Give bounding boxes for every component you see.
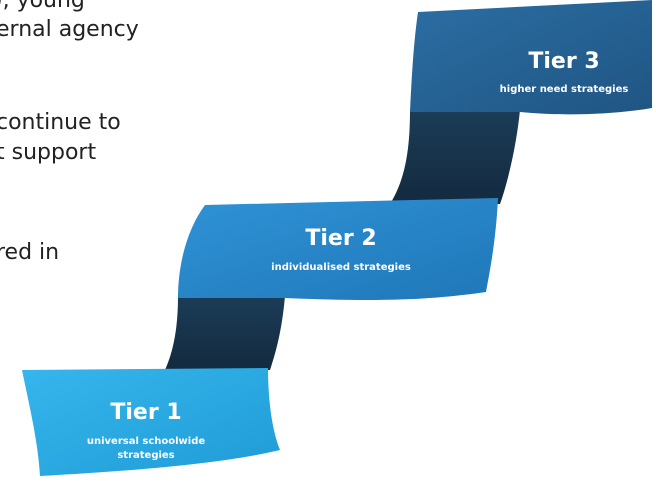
tier-2-band (178, 198, 498, 300)
body-text-line-1: ), young (0, 0, 85, 13)
fold-lower (165, 296, 285, 370)
tier-3-title: Tier 3 (528, 49, 599, 74)
body-text-line-4: t support (0, 140, 97, 165)
body-text-line-3: continue to (0, 110, 121, 135)
tier-2-subtitle: individualised strategies (271, 262, 411, 273)
fold-upper (390, 110, 520, 204)
tier-2-title: Tier 2 (305, 226, 376, 251)
tier-1-subtitle-line-2: strategies (117, 450, 174, 461)
tier-1-subtitle-line-1: universal schoolwide (87, 436, 205, 447)
body-text-line-5: red in (0, 240, 60, 265)
body-text-line-2: ernal agency (0, 17, 139, 42)
tier-1-title: Tier 1 (110, 400, 181, 425)
tier-3-band (410, 0, 652, 115)
tier-3-subtitle: higher need strategies (500, 84, 629, 95)
tier-1-band (22, 368, 280, 476)
